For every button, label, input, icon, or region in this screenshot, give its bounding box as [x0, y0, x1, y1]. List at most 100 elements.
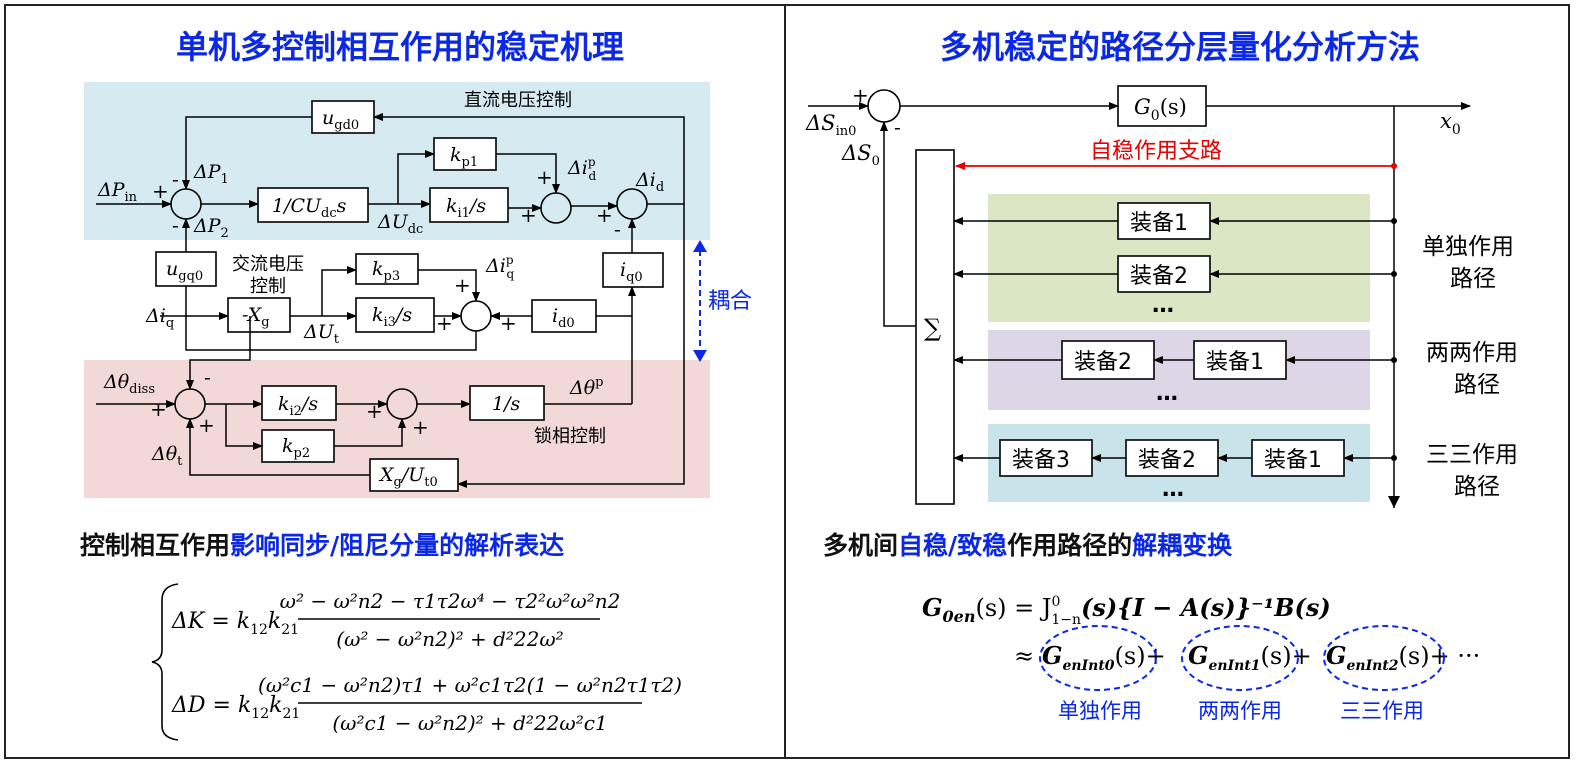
text-id0: id0 — [552, 305, 575, 331]
text-xgut: Xg/Ut0 — [378, 464, 438, 490]
sig-dtht: Δθt — [151, 443, 183, 469]
left-panel-title: 单机多控制相互作用的稳定机理 — [175, 28, 624, 66]
text-ki3: ki3/s — [372, 304, 412, 330]
block-1-cudc-s — [257, 187, 369, 223]
device-single-1: 装备1 — [1130, 211, 1188, 236]
label-ac-voltage-control-1: 交流电压 — [232, 254, 304, 275]
device-triple-1: 装备1 — [1264, 448, 1322, 473]
block-id0 — [531, 299, 597, 333]
caption-single: 单独作用 — [1058, 699, 1142, 723]
svg-text:≈: ≈ — [1014, 642, 1034, 670]
text-dsin0: ΔSin0 — [805, 111, 856, 139]
text-integ: 1/s — [492, 393, 520, 415]
ellipsis-triple: … — [1162, 477, 1184, 502]
label-pair-2: 路径 — [1454, 372, 1500, 398]
text-xg: -Xg — [242, 304, 270, 330]
svg-text:GenInt2(s)+ ···: GenInt2(s)+ ··· — [1326, 641, 1480, 674]
label-pll-control: 锁相控制 — [534, 426, 606, 447]
label-ac-voltage-control-2: 控制 — [250, 276, 286, 297]
block-sigma — [915, 149, 955, 505]
block-ki3-s — [355, 297, 435, 333]
formula-dk-den: (ω² − ω²n2)² + d²22ω² — [336, 627, 563, 651]
block-xg — [227, 297, 291, 333]
device-box-triple-1 — [1251, 439, 1345, 477]
svg-text:+: + — [852, 83, 869, 107]
text-g0: G0(s) — [1134, 95, 1187, 124]
svg-text:+: + — [366, 399, 383, 423]
outer-frame — [4, 4, 1570, 759]
device-single-2: 装备2 — [1130, 264, 1188, 289]
branch-dots — [1391, 218, 1397, 461]
text-kp3: kp3 — [372, 258, 400, 284]
formula-dd-lhs: ΔD = k12k21 — [171, 693, 300, 722]
sig-dthdiss: Δθdiss — [103, 371, 155, 397]
text-kp1: kp1 — [450, 144, 478, 170]
block-ki2-s — [261, 385, 337, 421]
svg-text:-: - — [614, 217, 621, 241]
svg-text:+: + — [454, 273, 471, 297]
sig-dut: ΔUt — [303, 321, 340, 347]
svg-text:+: + — [596, 203, 613, 227]
sig-dudc: ΔUdc — [377, 211, 423, 237]
label-single-1: 单独作用 — [1422, 234, 1514, 260]
svg-text:-: - — [172, 213, 179, 237]
label-triple-2: 路径 — [1454, 474, 1500, 500]
svg-text:-: - — [204, 365, 211, 389]
label-single-2: 路径 — [1450, 266, 1496, 292]
sig-did: Δid — [635, 169, 664, 195]
formula-dk-num: ω² − ω²n2 − τ1τ2ω⁴ − τ2²ω²ω²n2 — [280, 589, 621, 613]
sig-diq: Δiq — [145, 305, 174, 331]
device-pair-1: 装备1 — [1206, 350, 1264, 375]
formula-dk-dd: ΔK = k12k21 ω² − ω²n2 − τ1τ2ω⁴ − τ2²ω²ω²… — [151, 583, 682, 741]
panel-divider — [784, 4, 786, 759]
text-cudc: 1/CUdcs — [272, 195, 347, 221]
sig-dpin: ΔPin — [97, 179, 138, 205]
svg-text:GenInt1(s)+: GenInt1(s)+ — [1188, 641, 1312, 674]
right-subtitle: 多机间自稳/致稳作用路径的解耦变换 — [823, 531, 1233, 560]
svg-text:+: + — [150, 397, 167, 421]
sigma-symbol: ∑ — [924, 314, 941, 342]
caption-pair: 两两作用 — [1198, 699, 1282, 723]
svg-text:GenInt0(s)+: GenInt0(s)+ — [1042, 641, 1166, 674]
text-ki2: ki2/s — [278, 393, 318, 419]
label-pair-1: 两两作用 — [1426, 340, 1518, 366]
device-pair-2: 装备2 — [1074, 350, 1132, 375]
label-dc-voltage-control: 直流电压控制 — [464, 90, 572, 111]
text-ugq0: ugq0 — [166, 258, 203, 284]
svg-text:+: + — [536, 165, 553, 189]
dc-control-region — [84, 82, 710, 240]
device-box-single-2 — [1117, 255, 1211, 293]
svg-text:+: + — [152, 179, 169, 203]
block-ki1-s — [429, 187, 509, 223]
label-coupling: 耦合 — [708, 289, 752, 314]
text-ds0: ΔS0 — [841, 141, 880, 169]
ellipsis-single: … — [1152, 293, 1174, 318]
svg-text:+: + — [520, 203, 537, 227]
right-sum-signs: +- — [852, 83, 901, 139]
block-xg-ut0 — [369, 458, 459, 492]
label-self-path: 自稳作用支路 — [1090, 139, 1222, 164]
device-box-triple-2 — [1125, 439, 1219, 477]
formula-highlight-ellipses — [1039, 625, 1445, 691]
text-iq0: iq0 — [620, 259, 643, 285]
device-box-pair-2 — [1061, 340, 1155, 380]
svg-text:G0en(s) = J01−n(s){I − A(s)}⁻¹: G0en(s) = J01−n(s){I − A(s)}⁻¹B(s) — [922, 593, 1331, 628]
svg-text:-: - — [894, 115, 901, 139]
formula-dk-lhs: ΔK = k12k21 — [171, 609, 299, 638]
text-kp2: kp2 — [282, 435, 310, 461]
text-ki1: ki1/s — [446, 195, 486, 221]
text-ugd0: ugd0 — [322, 107, 359, 133]
sig-dthp: Δθp — [569, 375, 604, 399]
caption-triple: 三三作用 — [1340, 699, 1424, 723]
left-subtitle: 控制相互作用影响同步/阻尼分量的解析表达 — [80, 531, 565, 560]
ellipsis-pair: … — [1156, 381, 1178, 406]
svg-text:+: + — [412, 415, 429, 439]
block-g0 — [1117, 85, 1207, 127]
right-panel-title: 多机稳定的路径分层量化分析方法 — [939, 28, 1420, 66]
formula-dd-den: (ω²c1 − ω²n2)² + d²22ω²c1 — [332, 711, 607, 735]
sum-signs: +-- ++ +- +++ +-+ ++ — [150, 165, 621, 439]
formula-dd-num: (ω²c1 − ω²n2)τ1 + ω²c1τ2(1 − ω²n2τ1τ2) — [258, 673, 682, 697]
